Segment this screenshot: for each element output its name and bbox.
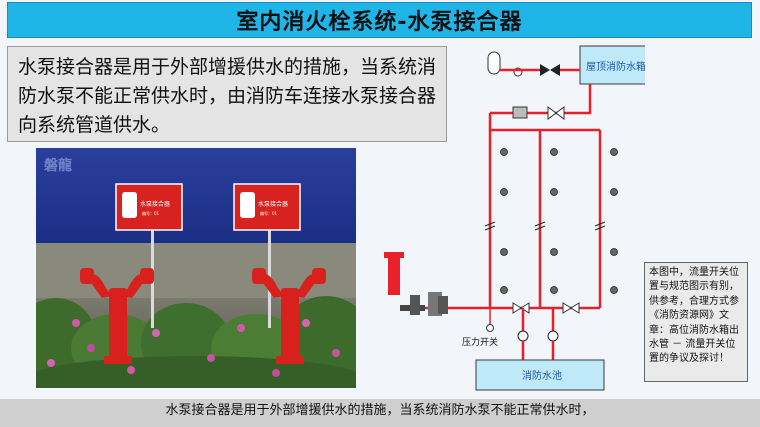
pump-1-icon (517, 330, 529, 342)
check-valve-icon (547, 106, 565, 120)
valve-icon (540, 64, 560, 76)
photo-illustration: 磐龍 水泵接合器 编号：01 水泵 (36, 148, 356, 388)
pump-connector-right (252, 268, 326, 364)
subtitle-bar: 水泵接合器是用于外部增援供水的措施，当系统消防水泵不能正常供水时， (0, 399, 760, 427)
blue-wall (36, 148, 356, 243)
hydrant-markers (500, 148, 618, 294)
note-text: 本图中，流量开关位置与规范图示有别，供参考，合理方式参《消防资源网》文章：高位消… (649, 267, 739, 365)
description-text: 水泵接合器是用于外部增援供水的措施，当系统消防水泵不能正常供水时，由消防车连接水… (18, 56, 437, 136)
pump-connector-left (80, 268, 154, 364)
note-box: 本图中，流量开关位置与规范图示有别，供参考，合理方式参《消防资源网》文章：高位消… (644, 262, 748, 382)
page-title: 室内消火栓系统-水泵接合器 (236, 10, 523, 35)
sign-left: 水泵接合器 编号：01 (115, 183, 183, 231)
wall-brand-text: 磐龍 (43, 157, 72, 174)
sign-right: 水泵接合器 编号：01 (233, 183, 301, 231)
diagram-svg: 屋顶消防水箱 (384, 45, 659, 391)
title-bar: 室内消火栓系统-水泵接合器 (7, 2, 752, 38)
riser-break-marks (484, 221, 606, 231)
sign-left-text: 水泵接合器 (140, 200, 170, 208)
sign-right-number: 编号：01 (260, 210, 278, 216)
pressure-tank (487, 51, 501, 75)
shrubs (36, 296, 356, 388)
sign-right-text: 水泵接合器 (258, 200, 288, 208)
sign-left-number: 编号：01 (142, 210, 160, 216)
photo-pump-connectors: 磐龍 水泵接合器 编号：01 水泵 (36, 148, 356, 388)
pressure-switch-icon (486, 324, 494, 332)
pump-2-icon (547, 330, 559, 342)
system-diagram: 屋顶消防水箱 (380, 40, 659, 398)
diagram-pump-connector (384, 252, 448, 316)
pool-label: 消防水池 (522, 369, 562, 382)
subtitle-text: 水泵接合器是用于外部增援供水的措施，当系统消防水泵不能正常供水时， (165, 403, 595, 418)
roof-tank-label: 屋顶消防水箱 (586, 60, 645, 73)
flow-switch (512, 106, 528, 119)
description-box: 水泵接合器是用于外部增援供水的措施，当系统消防水泵不能正常供水时，由消防车连接水… (7, 46, 447, 142)
fire-water-pool (475, 359, 605, 391)
pressure-switch-label: 压力开关 (462, 336, 498, 348)
